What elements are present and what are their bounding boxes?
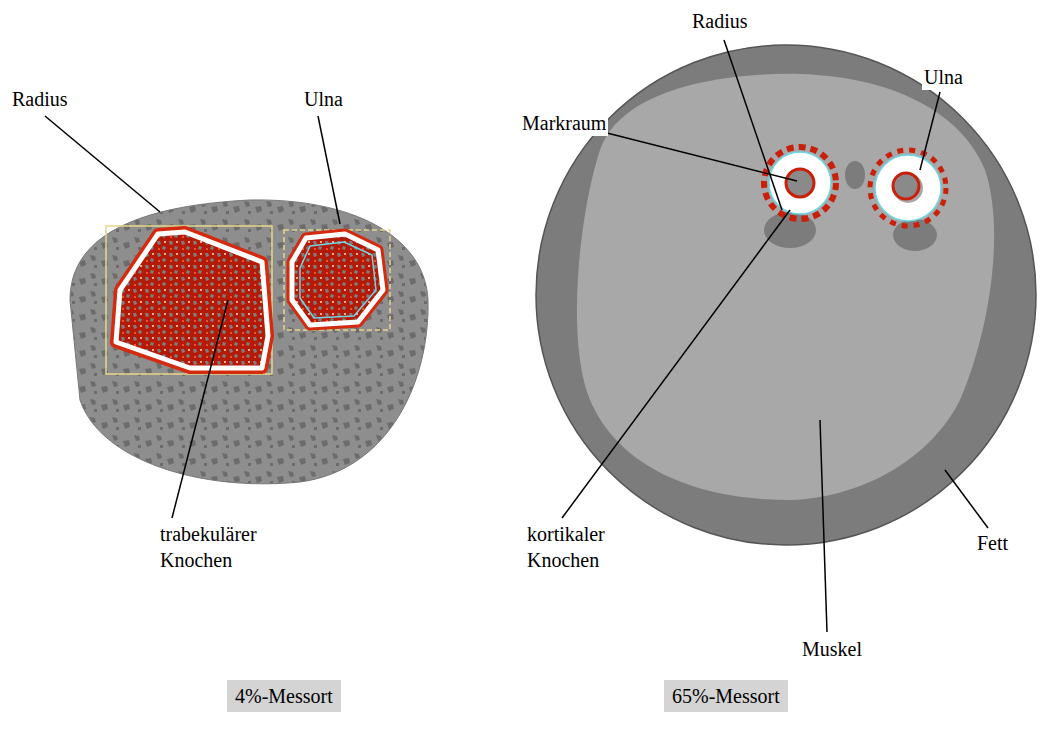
forearm-section (70, 200, 428, 484)
leader-line (920, 92, 940, 170)
leader-line (45, 116, 160, 212)
site-caption: 4%-Messort (235, 685, 333, 707)
ulna-bone (292, 234, 383, 325)
callout-label: Radius (690, 8, 750, 34)
ulna-bone (292, 234, 383, 325)
callout-label: Muskel (800, 636, 864, 662)
cortex-edge (300, 242, 376, 318)
roi-box (284, 230, 390, 330)
site-caption: 65%-Messort (672, 685, 780, 707)
callout-label: Fett (975, 530, 1010, 556)
cortex-edge (769, 152, 831, 214)
leader-line (607, 133, 797, 181)
cortex-edge (875, 155, 941, 221)
leader-line (172, 300, 228, 518)
leader-line (562, 210, 790, 518)
leader-line (820, 420, 827, 632)
fat-patch (845, 161, 865, 189)
leader-line (724, 40, 782, 210)
callout-label: Markraum (520, 110, 608, 136)
site-caption-box: 4%-Messort (227, 680, 341, 712)
callout-label: Ulna (922, 64, 965, 90)
radius-cortex (777, 160, 823, 206)
marrow-cavity (786, 169, 814, 197)
site-caption-box: 65%-Messort (664, 680, 788, 712)
muscle-area (577, 74, 994, 500)
callout-label: trabekulärer Knochen (158, 521, 282, 573)
marrow-cavity (893, 173, 919, 199)
callout-label: Radius (10, 86, 70, 112)
leader-line (945, 470, 988, 528)
forearm-section (536, 45, 1036, 545)
leader-line (318, 116, 340, 224)
radius-bone (116, 232, 268, 368)
bone-edge (764, 147, 836, 219)
callout-label: kortikaler Knochen (525, 521, 629, 573)
roi-box (106, 226, 272, 374)
radius-bone (116, 232, 268, 368)
ulna-cortex (884, 164, 932, 212)
callout-label: Ulna (302, 86, 345, 112)
bone-edge (870, 150, 946, 226)
